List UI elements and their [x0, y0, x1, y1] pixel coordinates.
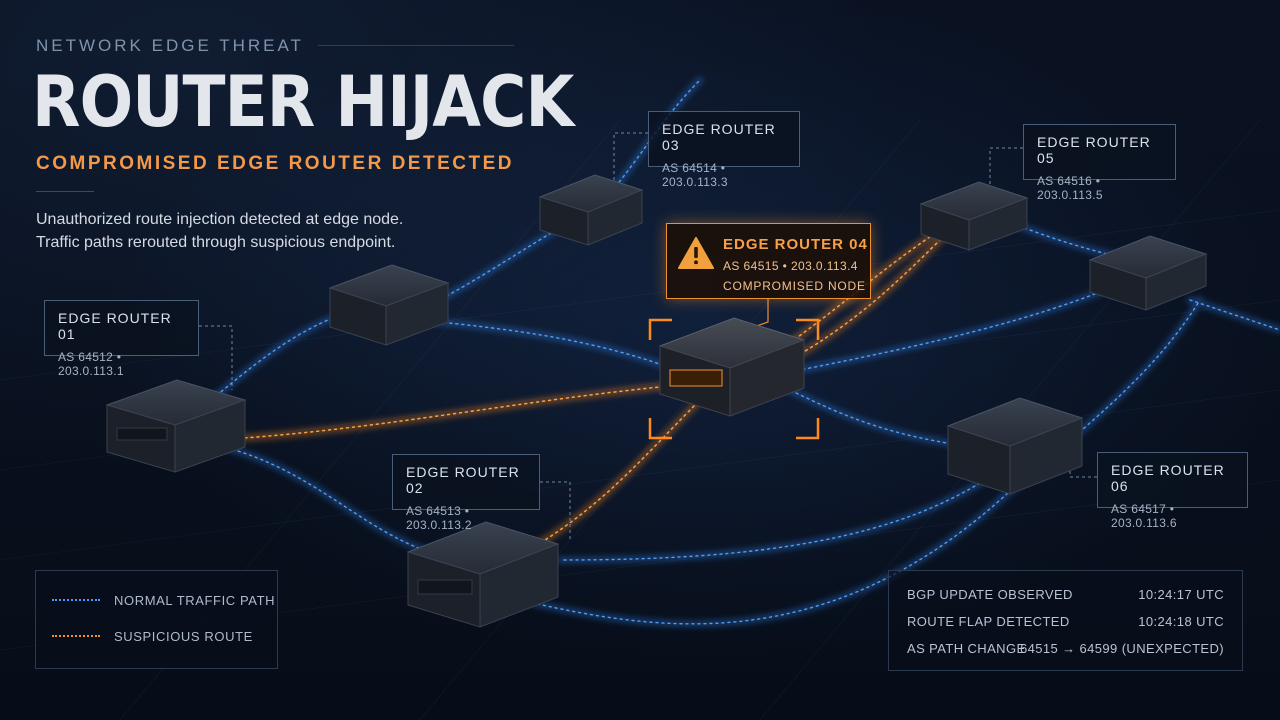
router-05-address: AS 64516 • 203.0.113.5	[1037, 174, 1103, 202]
description-line-1: Unauthorized route injection detected at…	[36, 211, 404, 228]
log-event: ROUTE FLAP DETECTED	[907, 614, 1070, 629]
legend-suspicious: SUSPICIOUS ROUTE	[52, 629, 253, 644]
router-01-label: EDGE ROUTER 01 AS 64512 • 203.0.113.1	[44, 300, 199, 378]
router-04-status: COMPROMISED NODE	[723, 279, 866, 293]
legend-normal-swatch	[52, 598, 100, 603]
target-brackets	[648, 318, 820, 440]
log-value: 10:24:17 UTC	[1138, 587, 1224, 602]
router-03-name: EDGE ROUTER 03	[662, 121, 776, 153]
router-02-label: EDGE ROUTER 02 AS 64513 • 203.0.113.2	[392, 454, 540, 532]
router-extra-device	[328, 264, 450, 346]
legend-normal: NORMAL TRAFFIC PATH	[52, 593, 275, 608]
router-04-device	[658, 317, 806, 417]
router-02-device	[406, 521, 560, 628]
page-subtitle: COMPROMISED EDGE ROUTER DETECTED	[36, 153, 514, 174]
log-row: AS PATH CHANGE 64515 → 64599 (UNEXPECTED…	[907, 641, 1224, 657]
log-row: ROUTE FLAP DETECTED 10:24:18 UTC	[907, 614, 1224, 630]
router-03-address: AS 64514 • 203.0.113.3	[662, 161, 728, 189]
router-04-alert-label: EDGE ROUTER 04 AS 64515 • 203.0.113.4 CO…	[666, 223, 871, 299]
router-01-name: EDGE ROUTER 01	[58, 310, 172, 342]
router-03-device	[538, 174, 644, 246]
router-05-device	[919, 181, 1029, 251]
log-event: AS PATH CHANGE	[907, 641, 1026, 656]
router-04-name: EDGE ROUTER 04	[723, 236, 868, 253]
router-05-name: EDGE ROUTER 05	[1037, 134, 1151, 166]
router-01-device	[105, 379, 247, 473]
description: Unauthorized route injection detected at…	[36, 208, 403, 254]
event-log-panel: BGP UPDATE OBSERVED 10:24:17 UTC ROUTE F…	[888, 570, 1243, 671]
page-title: ROUTER HIJACK	[32, 61, 574, 143]
router-05-label: EDGE ROUTER 05 AS 64516 • 203.0.113.5	[1023, 124, 1176, 202]
description-line-2: Traffic paths rerouted through suspiciou…	[36, 234, 396, 251]
log-value: 64515 → 64599 (UNEXPECTED)	[1019, 641, 1224, 656]
subtitle-divider	[36, 191, 94, 192]
log-value: 10:24:18 UTC	[1138, 614, 1224, 629]
router-06-label: EDGE ROUTER 06 AS 64517 • 203.0.113.6	[1097, 452, 1248, 530]
legend-normal-label: NORMAL TRAFFIC PATH	[114, 593, 276, 608]
router-04-address: AS 64515 • 203.0.113.4	[723, 259, 858, 273]
router-06-address: AS 64517 • 203.0.113.6	[1111, 502, 1177, 530]
log-row: BGP UPDATE OBSERVED 10:24:17 UTC	[907, 587, 1224, 603]
legend-suspicious-label: SUSPICIOUS ROUTE	[114, 629, 253, 644]
router-01-address: AS 64512 • 203.0.113.1	[58, 350, 124, 378]
router-02-address: AS 64513 • 203.0.113.2	[406, 504, 472, 532]
router-03-label: EDGE ROUTER 03 AS 64514 • 203.0.113.3	[648, 111, 800, 189]
eyebrow-divider	[318, 45, 514, 46]
eyebrow-label: NETWORK EDGE THREAT	[36, 36, 304, 55]
router-02-name: EDGE ROUTER 02	[406, 464, 520, 496]
legend-panel: NORMAL TRAFFIC PATH SUSPICIOUS ROUTE	[35, 570, 278, 669]
warning-triangle-icon	[678, 237, 714, 269]
legend-suspicious-swatch	[52, 634, 100, 639]
router-06-name: EDGE ROUTER 06	[1111, 462, 1225, 494]
router-06-device	[946, 397, 1084, 495]
router-extra-right-device	[1088, 235, 1208, 311]
log-event: BGP UPDATE OBSERVED	[907, 587, 1073, 602]
